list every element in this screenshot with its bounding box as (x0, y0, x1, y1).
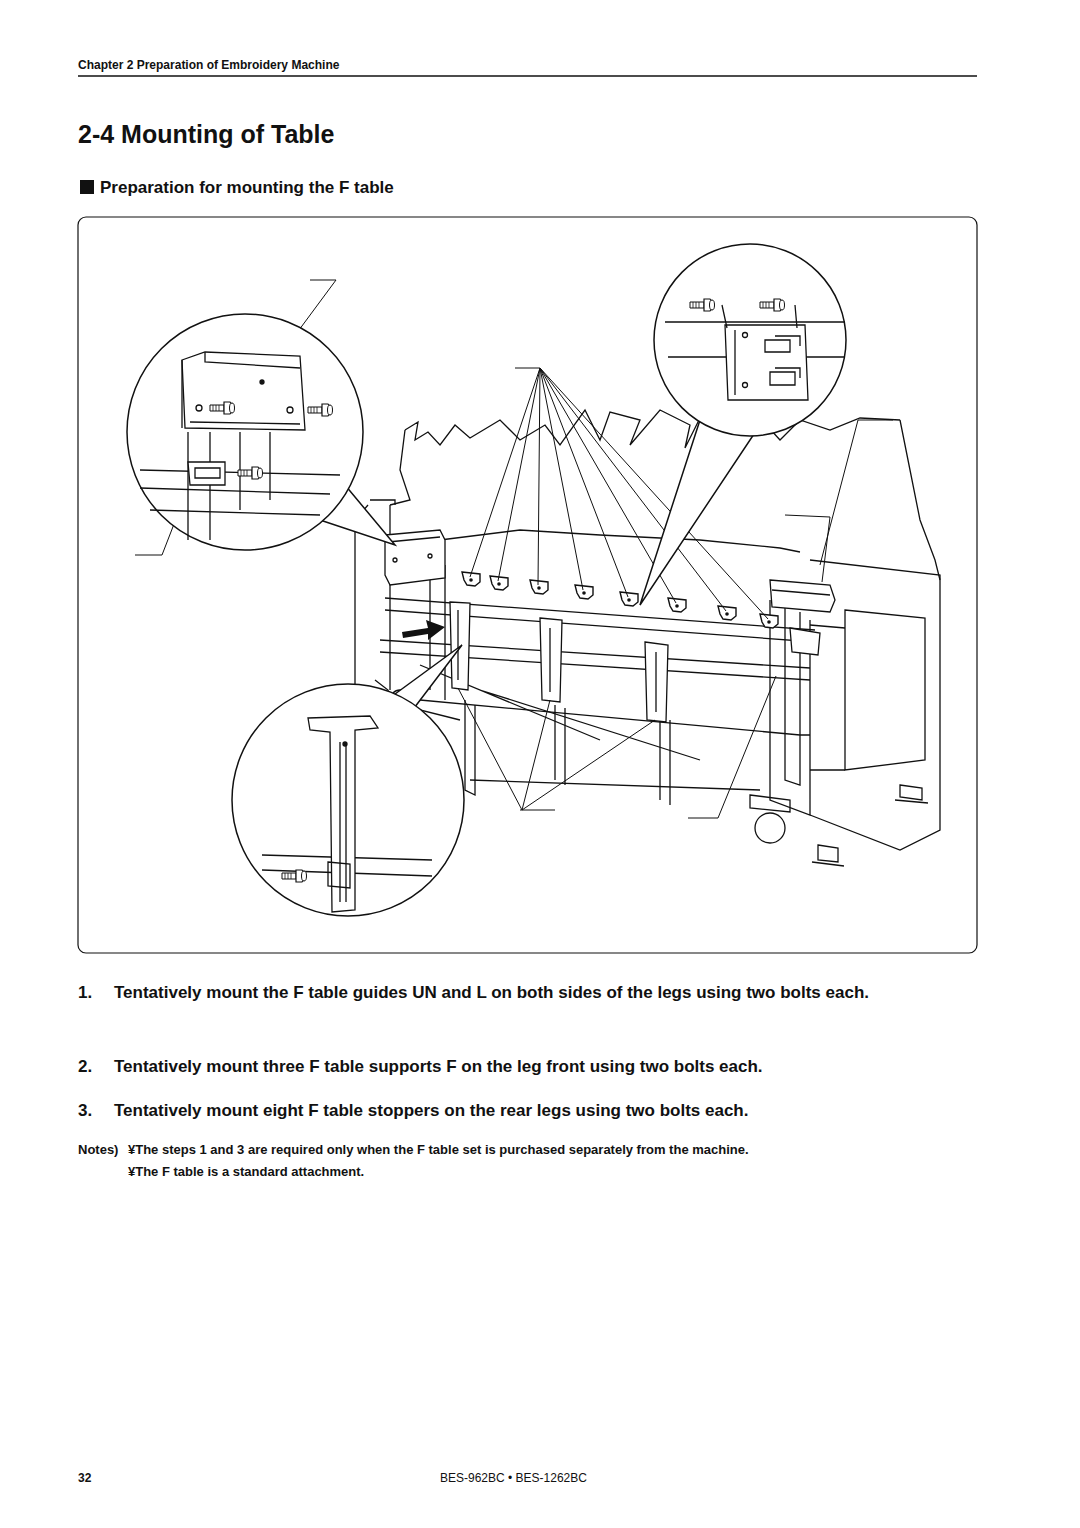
step-text: Tentatively mount the F table guides UN … (114, 982, 980, 1005)
note-text: ¥The steps 1 and 3 are required only whe… (128, 1141, 988, 1159)
figure-panel (78, 217, 977, 953)
detail-stopper (640, 244, 846, 605)
page-number: 32 (78, 1470, 138, 1486)
push-arrow (402, 620, 445, 640)
note-text: ¥The F table is a standard attachment. (128, 1163, 988, 1181)
step-number: 3. (78, 1100, 108, 1123)
header-rule (78, 75, 977, 77)
step-text: Tentatively mount eight F table stoppers… (114, 1100, 980, 1123)
step-number: 2. (78, 1056, 108, 1079)
detail-guide (127, 314, 395, 550)
section-bullet (80, 180, 94, 194)
section-heading: Preparation for mounting the F table (100, 177, 700, 200)
table-supports (450, 602, 668, 722)
step-number: 1. (78, 982, 108, 1005)
step-text: Tentatively mount three F table supports… (114, 1056, 980, 1079)
model-name: BES-962BC • BES-1262BC (440, 1470, 700, 1486)
table-stoppers (462, 572, 778, 628)
chapter-header: Chapter 2 Preparation of Embroidery Mach… (78, 57, 578, 73)
page-title: 2-4 Mounting of Table (78, 118, 334, 152)
detail-support (232, 645, 464, 916)
